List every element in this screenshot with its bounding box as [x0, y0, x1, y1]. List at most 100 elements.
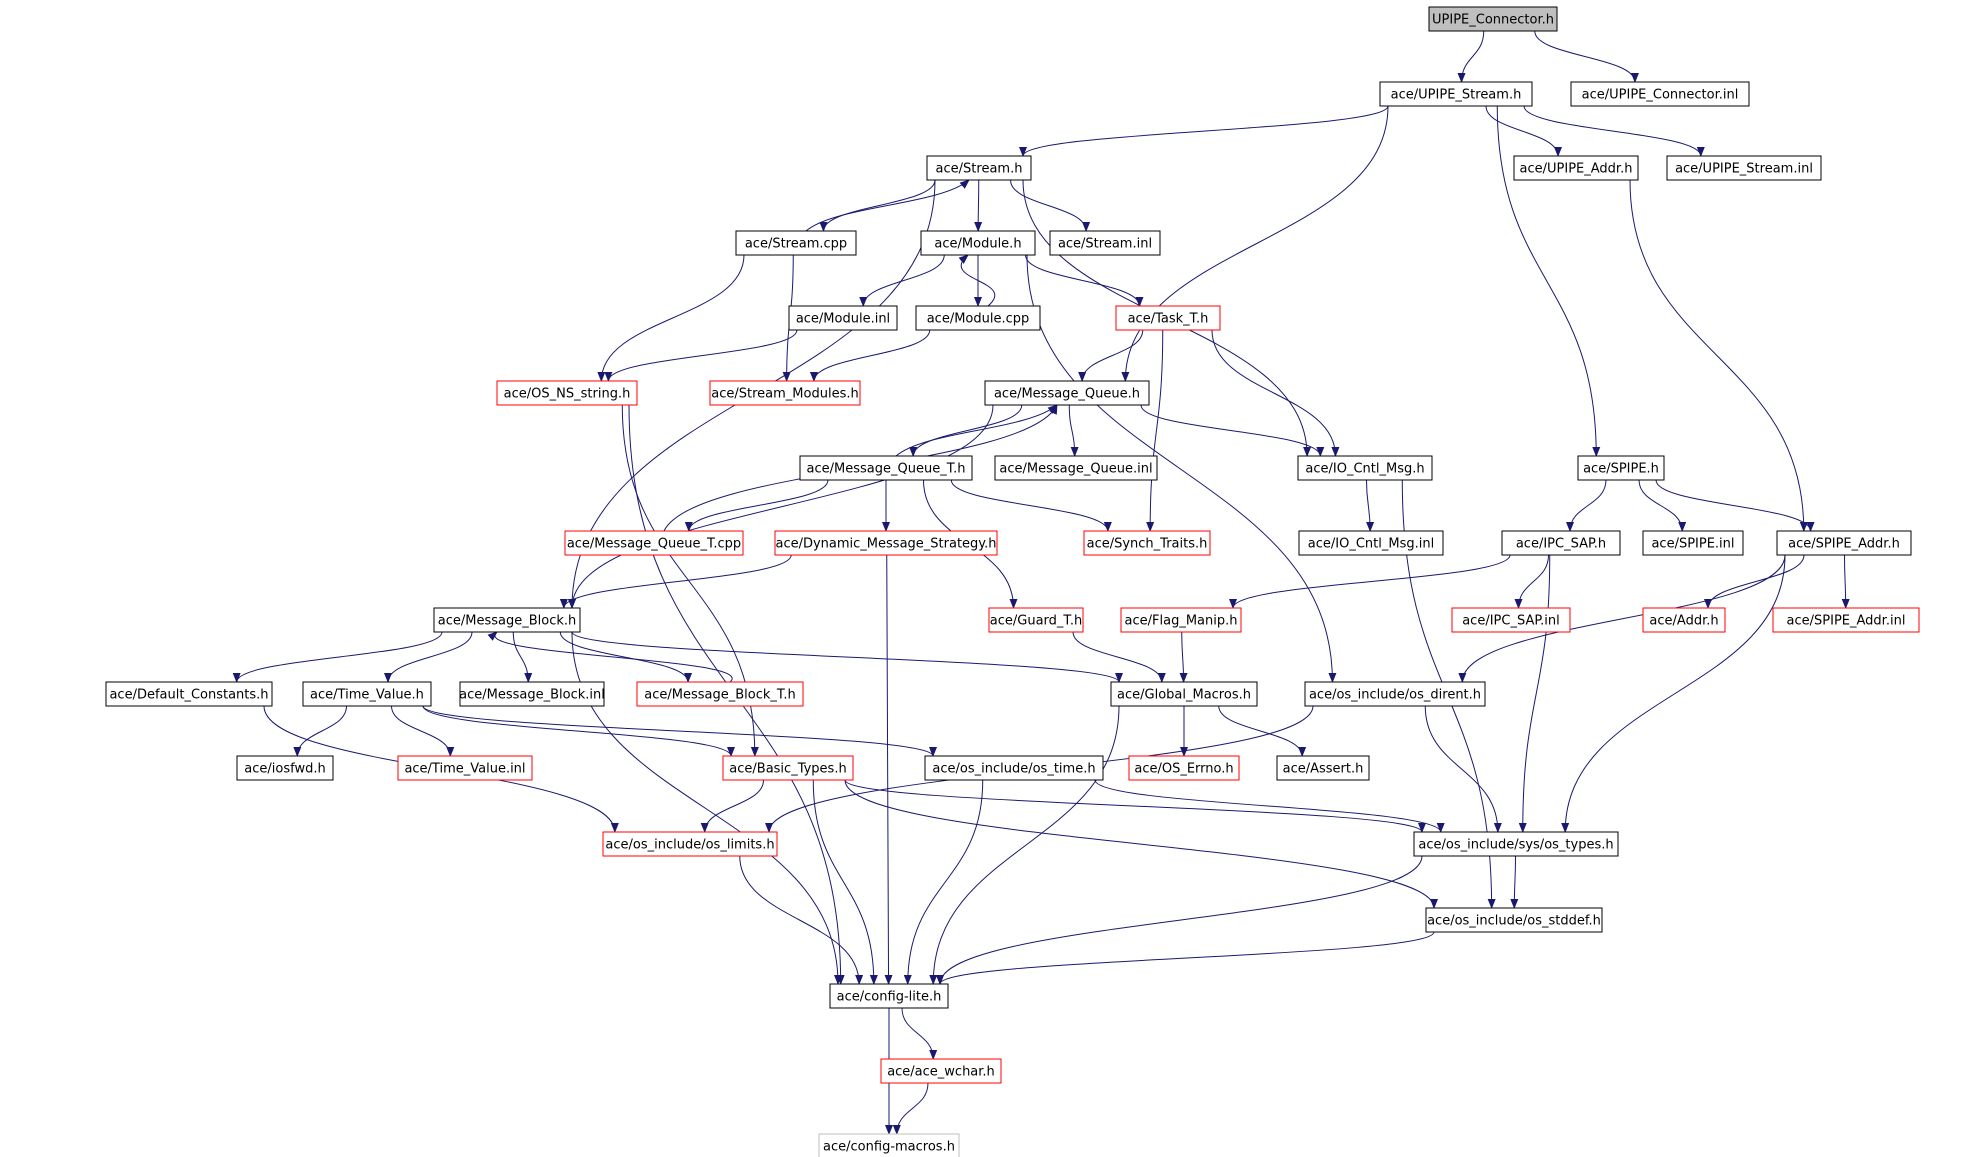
node-label: ace/Stream.inl [1058, 237, 1152, 252]
node-label: ace/Task_T.h [1128, 312, 1209, 327]
node-n17[interactable]: ace/IO_Cntl_Msg.h [1297, 455, 1433, 481]
edge-n10-to-n13 [809, 329, 931, 382]
node-n15[interactable]: ace/Message_Queue_T.h [799, 455, 973, 481]
edge-n1-to-n5 [1523, 105, 1705, 157]
node-label: ace/ace_wchar.h [887, 1065, 995, 1080]
node-label: ace/Global_Macros.h [1117, 688, 1251, 703]
node-box [1049, 230, 1161, 256]
node-n2[interactable]: ace/UPIPE_Connector.inl [1570, 81, 1750, 107]
node-box [302, 681, 432, 707]
edge-n26-to-n35 [559, 631, 693, 683]
node-box [988, 607, 1084, 633]
node-n36[interactable]: ace/Global_Macros.h [1110, 681, 1258, 707]
node-n5[interactable]: ace/UPIPE_Stream.inl [1666, 155, 1822, 181]
node-n41[interactable]: ace/os_include/os_time.h [924, 755, 1104, 781]
edge-n20-to-n26 [559, 554, 792, 609]
node-n0[interactable]: UPIPE_Connector.h [1428, 6, 1558, 32]
node-n10[interactable]: ace/Module.cpp [915, 305, 1041, 331]
node-n28[interactable]: ace/Flag_Manip.h [1120, 607, 1242, 633]
node-n19[interactable]: ace/Message_Queue_T.cpp [564, 530, 744, 556]
node-n1[interactable]: ace/UPIPE_Stream.h [1379, 81, 1533, 107]
node-box [1120, 607, 1242, 633]
node-n47[interactable]: ace/config-lite.h [829, 983, 949, 1009]
node-n44[interactable]: ace/os_include/os_limits.h [602, 831, 778, 857]
edge-n3-to-n8 [1010, 179, 1091, 232]
node-n9[interactable]: ace/Module.inl [788, 305, 898, 331]
edge-n3-to-n7 [974, 179, 983, 232]
node-n42[interactable]: ace/OS_Errno.h [1128, 755, 1240, 781]
edge-n45-to-n47 [936, 855, 1423, 985]
node-box [994, 455, 1158, 481]
node-label: ace/Guard_T.h [990, 614, 1082, 629]
node-n43[interactable]: ace/Assert.h [1276, 755, 1370, 781]
node-n25[interactable]: ace/SPIPE_Addr.h [1776, 530, 1912, 556]
edge-n40-to-n45 [844, 779, 1426, 833]
node-n39[interactable]: ace/Time_Value.inl [397, 755, 533, 781]
node-n34[interactable]: ace/Message_Block.inl [459, 681, 605, 707]
node-box [636, 681, 804, 707]
node-n33[interactable]: ace/Time_Value.h [302, 681, 432, 707]
node-n21[interactable]: ace/Synch_Traits.h [1083, 530, 1211, 556]
node-n26[interactable]: ace/Message_Block.h [433, 607, 581, 633]
edge-n11-to-n14 [1078, 329, 1144, 382]
edge-n40-to-n47 [812, 779, 878, 985]
node-n37[interactable]: ace/os_include/os_dirent.h [1304, 681, 1486, 707]
edge-n36-to-n47 [929, 705, 1120, 985]
node-label: ace/os_include/os_dirent.h [1309, 688, 1481, 703]
node-box [1642, 530, 1744, 556]
edge-n1-to-n14 [1121, 105, 1389, 382]
edge-n23-to-n45 [1518, 554, 1551, 833]
node-n30[interactable]: ace/Addr.h [1642, 607, 1726, 633]
edge-n37-to-n45 [1424, 705, 1502, 833]
edge-n35-to-n26 [487, 631, 733, 683]
edge-n23-to-n29 [1514, 554, 1549, 609]
node-n3[interactable]: ace/Stream.h [926, 155, 1032, 181]
node-box [602, 831, 778, 857]
node-box [735, 230, 857, 256]
node-n35[interactable]: ace/Message_Block_T.h [636, 681, 804, 707]
node-box [1776, 530, 1912, 556]
node-n48[interactable]: ace/ace_wchar.h [880, 1058, 1002, 1084]
node-n49[interactable]: ace/config-macros.h [818, 1133, 960, 1157]
edge-n33-to-n41 [422, 705, 937, 757]
node-n38[interactable]: ace/iosfwd.h [236, 755, 334, 781]
edge-n26-to-n32 [232, 631, 443, 683]
edge-n9-to-n12 [604, 329, 798, 382]
node-box [920, 230, 1036, 256]
edge-n33-to-n39 [391, 705, 455, 757]
node-box [1115, 305, 1221, 331]
node-n22[interactable]: ace/IO_Cntl_Msg.inl [1298, 530, 1444, 556]
node-label: ace/Module.inl [796, 312, 890, 327]
node-box [236, 755, 334, 781]
node-n13[interactable]: ace/Stream_Modules.h [709, 380, 861, 406]
edge-n14-to-n26 [568, 404, 994, 609]
node-n24[interactable]: ace/SPIPE.inl [1642, 530, 1744, 556]
node-n31[interactable]: ace/SPIPE_Addr.inl [1772, 607, 1920, 633]
node-n23[interactable]: ace/IPC_SAP.h [1501, 530, 1621, 556]
edge-n0-to-n2 [1534, 30, 1639, 83]
edge-n10-to-n7 [958, 254, 996, 307]
edge-n6-to-n3 [805, 179, 970, 232]
node-n12[interactable]: ace/OS_NS_string.h [496, 380, 638, 406]
node-n8[interactable]: ace/Stream.inl [1049, 230, 1161, 256]
node-label: ace/Basic_Types.h [729, 762, 846, 777]
node-n45[interactable]: ace/os_include/sys/os_types.h [1413, 831, 1619, 857]
node-n29[interactable]: ace/IPC_SAP.inl [1451, 607, 1571, 633]
node-box [433, 607, 581, 633]
node-n46[interactable]: ace/os_include/os_stddef.h [1425, 907, 1603, 933]
node-n20[interactable]: ace/Dynamic_Message_Strategy.h [774, 530, 998, 556]
edge-n25-to-n31 [1841, 554, 1850, 609]
node-n18[interactable]: ace/SPIPE.h [1577, 455, 1665, 481]
node-label: ace/Flag_Manip.h [1125, 614, 1238, 629]
node-label: ace/SPIPE.h [1583, 462, 1659, 477]
node-label: ace/iosfwd.h [244, 762, 325, 777]
node-n6[interactable]: ace/Stream.cpp [735, 230, 857, 256]
node-n14[interactable]: ace/Message_Queue.h [984, 380, 1150, 406]
node-n11[interactable]: ace/Task_T.h [1115, 305, 1221, 331]
node-n4[interactable]: ace/UPIPE_Addr.h [1513, 155, 1639, 181]
node-n40[interactable]: ace/Basic_Types.h [722, 755, 854, 781]
node-n7[interactable]: ace/Module.h [920, 230, 1036, 256]
node-n32[interactable]: ace/Default_Constants.h [105, 681, 273, 707]
node-n16[interactable]: ace/Message_Queue.inl [994, 455, 1158, 481]
node-n27[interactable]: ace/Guard_T.h [988, 607, 1084, 633]
